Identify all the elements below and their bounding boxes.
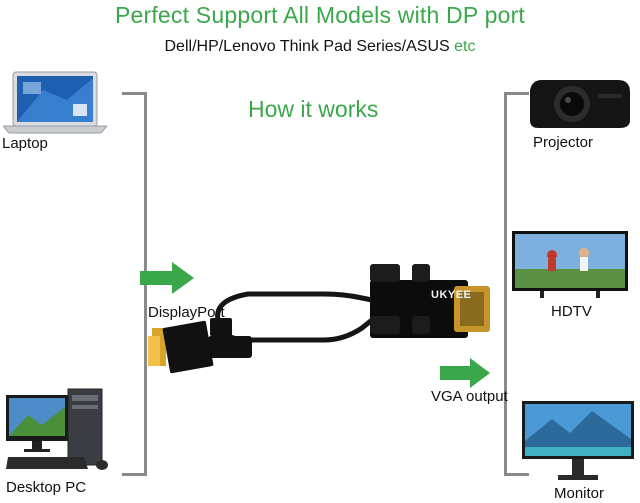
- brand-logo: UKYEE: [431, 289, 472, 301]
- adapter-cable-image: [148, 264, 490, 374]
- monitor-label: Monitor: [554, 485, 605, 502]
- headline: Perfect Support All Models with DP port: [114, 2, 526, 28]
- desktop-pc-image: [6, 388, 108, 470]
- hdtv-label: HDTV: [551, 303, 592, 320]
- input-arrow-icon: [140, 262, 194, 294]
- displayport-label: DisplayPort: [148, 304, 225, 321]
- etc-text: etc: [454, 38, 476, 55]
- hdtv-image: [512, 231, 628, 298]
- compatible-models-text: Dell/HP/Lenovo Think Pad Series/ASUS: [164, 38, 450, 55]
- how-it-works-title: How it works: [248, 96, 379, 122]
- monitor-image: [522, 401, 634, 480]
- display-bracket: [504, 92, 529, 476]
- vga-output-label: VGA output: [431, 388, 508, 405]
- projector-image: [530, 80, 630, 128]
- output-arrow-icon: [440, 358, 490, 388]
- laptop-label: Laptop: [2, 135, 48, 152]
- laptop-image: [3, 71, 107, 134]
- desktop-pc-label: Desktop PC: [6, 479, 87, 496]
- compatible-models: Dell/HP/Lenovo Think Pad Series/ASUS etc: [0, 38, 640, 56]
- projector-label: Projector: [533, 134, 594, 151]
